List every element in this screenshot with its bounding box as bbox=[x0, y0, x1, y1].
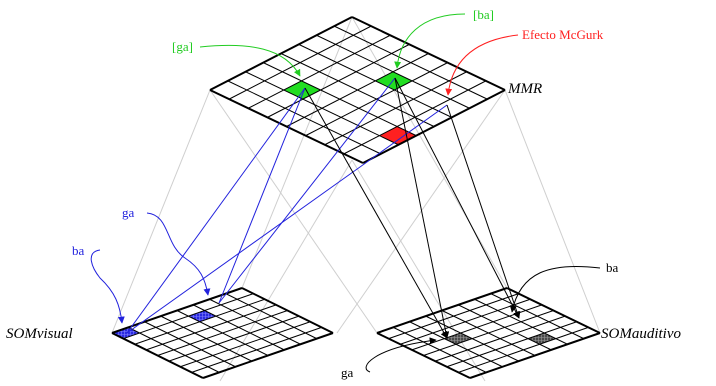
annotation-curve-mmr-ba bbox=[394, 13, 466, 69]
annotation-curve-visual-ba bbox=[90, 249, 125, 324]
grid-line bbox=[393, 326, 487, 373]
grid-line bbox=[434, 315, 566, 362]
mmr-to-auditivo-arrows bbox=[304, 77, 521, 339]
guide-line bbox=[504, 89, 601, 334]
annotation-mcgurk: Efecto McGurk bbox=[522, 27, 604, 42]
blue-connection bbox=[218, 87, 306, 304]
annotation-curve-visual-ga bbox=[146, 212, 211, 296]
visual-ga-cell bbox=[188, 310, 216, 322]
grid-border bbox=[202, 332, 334, 379]
guide-line bbox=[351, 159, 486, 382]
grid-line bbox=[409, 321, 503, 368]
grid-border bbox=[209, 89, 364, 164]
annotation-curve-mcgurk bbox=[445, 34, 519, 96]
grid-border bbox=[111, 332, 204, 379]
som-visual-label: SOMvisual bbox=[6, 326, 73, 342]
grid-line bbox=[263, 62, 417, 137]
guide-line bbox=[336, 89, 506, 334]
annotation-mmr-ga: [ga] bbox=[172, 39, 193, 54]
auditivo-ga-cell bbox=[444, 333, 473, 345]
grid-line bbox=[176, 310, 269, 356]
grid-line bbox=[191, 326, 322, 373]
guide-line bbox=[111, 89, 211, 334]
grid-line bbox=[441, 310, 536, 356]
annotation-curve-audio-ba bbox=[509, 265, 601, 313]
guide-line bbox=[241, 16, 353, 289]
grid-border bbox=[376, 332, 471, 379]
annotation-visual-ga: ga bbox=[122, 205, 135, 220]
mmr-ga-cell bbox=[283, 80, 321, 100]
som-visual-grid bbox=[111, 287, 334, 379]
mmr-mcgurk-cell bbox=[379, 126, 417, 145]
som-auditivo-label: SOMauditivo bbox=[601, 326, 681, 342]
black-arrow bbox=[446, 104, 521, 319]
black-arrow bbox=[304, 87, 448, 339]
annotation-visual-ba: ba bbox=[72, 243, 85, 258]
grid-line bbox=[305, 62, 448, 137]
mmr-ba-cell bbox=[375, 71, 413, 90]
blue-connection bbox=[126, 104, 448, 334]
grid-line bbox=[446, 321, 577, 368]
grid-line bbox=[324, 71, 467, 146]
grid-line bbox=[128, 326, 220, 373]
grid-line bbox=[180, 321, 311, 368]
black-arrow bbox=[394, 77, 450, 339]
annotation-audio-ba: ba bbox=[606, 260, 619, 275]
annotation-audio-ga: ga bbox=[341, 365, 354, 380]
blue-connection bbox=[126, 87, 306, 334]
connection-guide-lines bbox=[111, 16, 601, 382]
som-auditivo-grid bbox=[376, 287, 601, 379]
grid-line bbox=[160, 315, 252, 362]
grid-line bbox=[227, 80, 381, 155]
grid-line bbox=[458, 326, 589, 373]
guide-line bbox=[219, 159, 353, 382]
auditivo-ba-cell bbox=[528, 333, 556, 345]
grid-border bbox=[362, 89, 506, 164]
grid-line bbox=[425, 315, 519, 362]
annotation-curve-mmr-ga bbox=[199, 44, 301, 77]
annotation-mmr-ba: [ba] bbox=[473, 7, 494, 22]
mmr-grid bbox=[209, 16, 506, 164]
guide-line bbox=[351, 16, 508, 289]
grid-border bbox=[469, 332, 601, 379]
mmr-label: MMR bbox=[507, 81, 542, 97]
annotation-curve-audio-ga bbox=[365, 337, 437, 373]
guide-line bbox=[209, 89, 378, 334]
visual-to-mmr-connections bbox=[126, 77, 448, 334]
black-arrow bbox=[394, 77, 520, 319]
blue-connection bbox=[218, 77, 396, 304]
grid-line bbox=[144, 321, 236, 368]
grid-line bbox=[280, 53, 435, 127]
grid-line bbox=[168, 315, 300, 362]
grid-line bbox=[245, 71, 399, 146]
